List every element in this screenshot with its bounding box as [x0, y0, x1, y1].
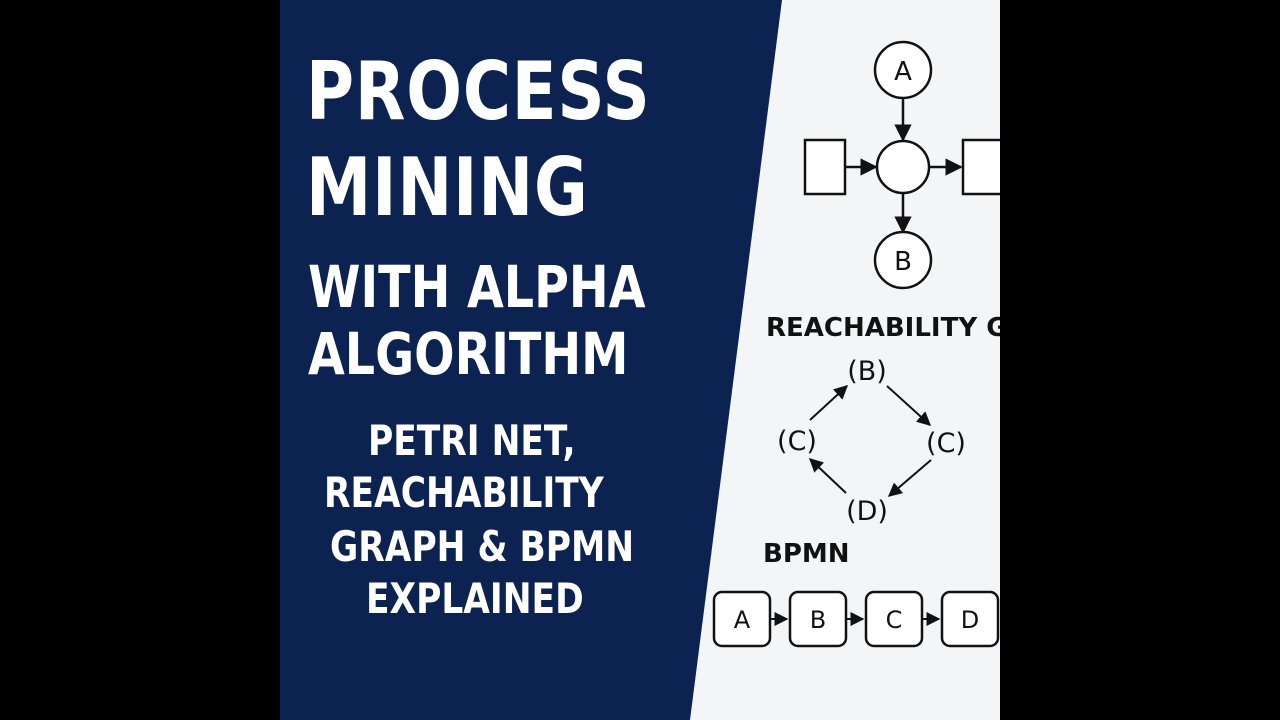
reach-edge-top-right [886, 385, 932, 426]
subtitle-line-1: WITH ALPHA [308, 253, 646, 321]
bpmn-diagram: BPMN A B C D [712, 539, 1000, 648]
reach-node-right: (C) [926, 428, 966, 459]
bpmn-task-d-label: D [961, 606, 979, 634]
reach-node-top: (B) [847, 356, 887, 387]
bpmn-task-c-label: C [886, 606, 903, 634]
bpmn-task-b-label: B [810, 606, 826, 634]
petri-place-b-label: B [894, 247, 912, 277]
title-line-1: PROCESS [306, 45, 651, 138]
reach-node-bottom: (D) [846, 496, 888, 527]
bpmn-task-c: C [864, 590, 924, 648]
tagline-line-1: PETRI NET, [368, 416, 576, 465]
bpmn-task-b: B [788, 590, 848, 648]
navy-panel [280, 0, 782, 720]
bpmn-heading: BPMN [763, 539, 850, 569]
bpmn-task-d: D [940, 590, 1000, 648]
reach-node-left: (C) [777, 426, 817, 457]
tagline-line-3: GRAPH & BPMN [330, 522, 635, 571]
petri-place-a: A [873, 40, 933, 100]
reach-edge-left-top [809, 385, 849, 421]
reach-edge-right-bottom [887, 459, 932, 497]
diagram-area: A B REACHABILITY GI (B) (C) (C) (D) [712, 40, 1000, 648]
petri-place-a-label: A [894, 57, 912, 87]
petri-transition-left [803, 138, 847, 196]
petri-place-b: B [873, 230, 933, 290]
reach-edge-bottom-left [808, 458, 847, 494]
petri-transition-right [961, 138, 1000, 196]
reachability-heading: REACHABILITY GI [766, 313, 1000, 343]
subtitle-line-2: ALGORITHM [308, 320, 629, 388]
title-line-2: MINING [306, 141, 589, 234]
tagline-line-4: EXPLAINED [366, 574, 584, 623]
petri-net: A B [803, 40, 1000, 290]
thumbnail-frame: PROCESS MINING WITH ALPHA ALGORITHM PETR… [280, 0, 1000, 720]
bpmn-task-a-label: A [734, 606, 751, 634]
tagline-line-2: REACHABILITY [324, 468, 604, 517]
petri-place-center [875, 139, 931, 195]
bpmn-task-a: A [712, 590, 772, 648]
reachability-graph: REACHABILITY GI (B) (C) (C) (D) [766, 313, 1000, 527]
